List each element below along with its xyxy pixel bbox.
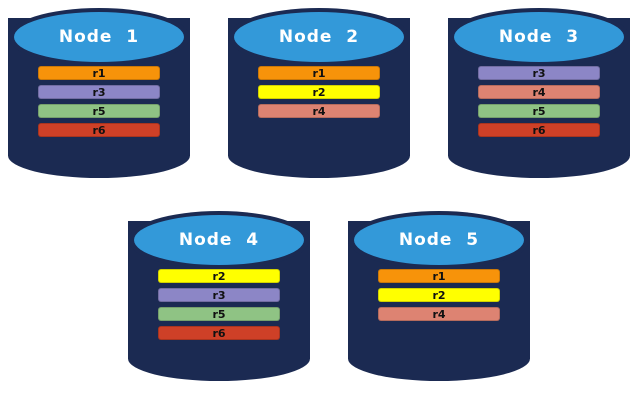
cylinder-top-ellipse [14,12,184,62]
node-label: Node 5 [398,230,480,250]
replica-r2[interactable]: r2 [258,85,380,99]
replica-list: r1 r3 r5 r6 [38,66,160,137]
replica-r1[interactable]: r1 [258,66,380,80]
cylinder-top-ellipse [134,215,304,265]
node-label: Node 4 [178,230,260,250]
cylinder-top-ellipse [454,12,624,62]
node-label: Node 3 [498,27,580,47]
replica-r4[interactable]: r4 [378,307,500,321]
replica-r5[interactable]: r5 [158,307,280,321]
database-node-1[interactable]: Node 1 r1 r3 r5 r6 [4,4,194,189]
replica-r4[interactable]: r4 [478,85,600,99]
replica-r6[interactable]: r6 [158,326,280,340]
replica-r3[interactable]: r3 [38,85,160,99]
replica-list: r2 r3 r5 r6 [158,269,280,340]
replica-r5[interactable]: r5 [38,104,160,118]
replica-r2[interactable]: r2 [378,288,500,302]
replica-r6[interactable]: r6 [478,123,600,137]
database-node-5[interactable]: Node 5 r1 r2 r4 [344,207,534,392]
cylinder-top-ellipse [234,12,404,62]
node-label: Node 1 [58,27,140,47]
node-label: Node 2 [278,27,360,47]
replica-list: r3 r4 r5 r6 [478,66,600,137]
replica-r3[interactable]: r3 [478,66,600,80]
database-node-3[interactable]: Node 3 r3 r4 r5 r6 [444,4,634,189]
database-node-2[interactable]: Node 2 r1 r2 r4 [224,4,414,189]
replica-r1[interactable]: r1 [378,269,500,283]
replica-r1[interactable]: r1 [38,66,160,80]
replica-r3[interactable]: r3 [158,288,280,302]
replica-list: r1 r2 r4 [258,66,380,118]
replica-r2[interactable]: r2 [158,269,280,283]
replica-r5[interactable]: r5 [478,104,600,118]
cylinder-top-ellipse [354,215,524,265]
replica-list: r1 r2 r4 [378,269,500,321]
replica-r6[interactable]: r6 [38,123,160,137]
replica-r4[interactable]: r4 [258,104,380,118]
database-node-4[interactable]: Node 4 r2 r3 r5 r6 [124,207,314,392]
